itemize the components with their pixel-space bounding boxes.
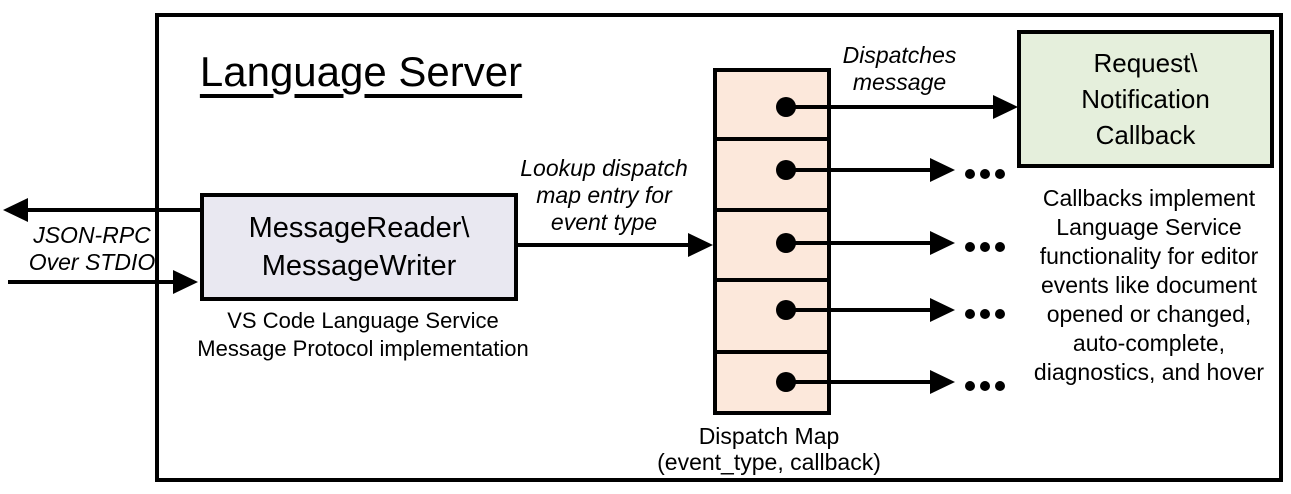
ellipsis-icon (965, 309, 1005, 319)
message-readerwriter-box: MessageReader\ MessageWriter (200, 193, 518, 301)
dispatches-label: Dispatches message (812, 42, 987, 96)
callback-box-line2: Notification (1081, 84, 1210, 114)
callback-note-line: Callbacks implement (1042, 185, 1256, 211)
callback-note-line: functionality for editor (1039, 243, 1259, 269)
request-notification-callback-box: Request\ Notification Callback (1017, 30, 1274, 168)
arrowhead-right-icon (993, 95, 1018, 119)
stdio-label-line1: JSON-RPC (33, 222, 151, 248)
lookup-label-line3: event type (550, 209, 658, 235)
message-box-caption: VS Code Language Service Message Protoco… (183, 307, 543, 363)
dispatches-label-line2: message (852, 69, 947, 95)
arrowhead-left-icon (3, 198, 28, 222)
diagram-title: Language Server (199, 48, 523, 95)
arrowhead-right-icon (930, 158, 955, 182)
stdio-label-line2: Over STDIO (28, 249, 156, 275)
dispatch-map-label-line2: (event_type, callback) (657, 449, 881, 475)
callback-note-line: diagnostics, and hover (1033, 359, 1265, 385)
language-server-boundary-box (155, 13, 1283, 482)
dispatch-arrow-line-2 (786, 168, 931, 172)
lookup-label: Lookup dispatch map entry for event type (514, 155, 694, 236)
lookup-label-line1: Lookup dispatch (520, 155, 688, 181)
ellipsis-icon (965, 169, 1005, 179)
message-box-caption-line2: Message Protocol implementation (197, 336, 529, 361)
callback-box-line3: Callback (1095, 120, 1196, 150)
dispatch-arrow-line-5 (786, 380, 931, 384)
ellipsis-icon (965, 242, 1005, 252)
message-box-caption-line1: VS Code Language Service (227, 308, 499, 333)
dispatch-map-label: Dispatch Map (event_type, callback) (644, 423, 894, 475)
callback-box-line1: Request\ (1093, 48, 1198, 78)
arrowhead-right-icon (930, 370, 955, 394)
message-box-line2: MessageWriter (261, 250, 457, 282)
dispatch-map-divider (717, 137, 827, 141)
message-box-line1: MessageReader\ (248, 212, 470, 244)
arrowhead-right-icon (173, 270, 198, 294)
ellipsis-icon (965, 381, 1005, 391)
dispatches-label-line1: Dispatches (842, 42, 957, 68)
stdio-label: JSON-RPC Over STDIO (12, 222, 172, 276)
arrowhead-right-icon (930, 298, 955, 322)
lookup-arrow-line (518, 243, 690, 247)
dispatch-arrow-line-3 (786, 241, 931, 245)
dispatch-arrow-line-1 (786, 105, 994, 109)
arrowhead-right-icon (688, 233, 713, 257)
callback-note-line: events like document (1040, 272, 1258, 298)
dispatch-map-divider (717, 350, 827, 354)
stdio-in-arrow-line (8, 280, 174, 284)
dispatch-map-divider (717, 278, 827, 282)
callback-note-line: Language Service (1056, 214, 1242, 240)
dispatch-map-divider (717, 208, 827, 212)
lookup-label-line2: map entry for (536, 182, 672, 208)
dispatch-arrow-line-4 (786, 308, 931, 312)
arrowhead-right-icon (930, 231, 955, 255)
dispatch-map-label-line1: Dispatch Map (698, 423, 840, 449)
callback-note: Callbacks implement Language Service fun… (1020, 184, 1278, 387)
stdio-out-arrow-line (28, 208, 202, 212)
callback-note-line: auto-complete, (1072, 330, 1226, 356)
callback-note-line: opened or changed, (1046, 301, 1252, 327)
